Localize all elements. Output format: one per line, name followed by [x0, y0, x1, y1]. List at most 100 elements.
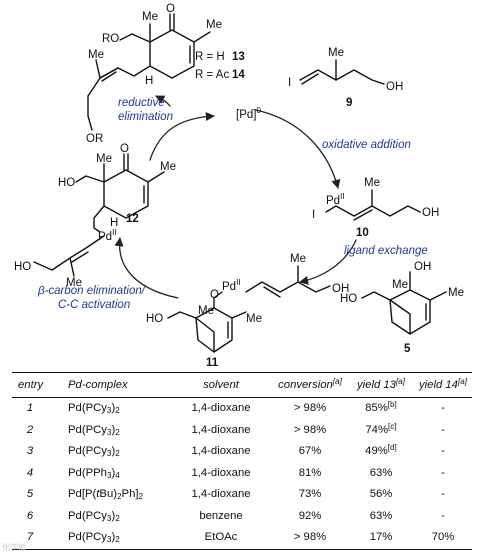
- cell-solvent: 1,4-dioxane: [191, 423, 251, 436]
- compound-9-label: 9: [346, 97, 352, 109]
- cell-conversion: > 98%: [293, 531, 327, 543]
- compound-10-label: 10: [356, 227, 369, 239]
- step-beta-carbon-label-2: C-C activation: [58, 299, 130, 311]
- structure-12: [33, 153, 165, 277]
- i-label: I: [288, 77, 291, 89]
- cell-yield13: 85%[b]: [365, 399, 397, 414]
- cell-conversion: > 98%: [293, 423, 327, 436]
- table-header-rule: [12, 397, 472, 398]
- cell-yield14: -: [441, 402, 445, 414]
- header-entry: entry: [18, 379, 44, 391]
- cell-complex: Pd(PPh3)4: [68, 466, 120, 480]
- cell-conversion: > 98%: [293, 402, 327, 414]
- cell-entry: 2: [26, 423, 34, 436]
- cell-complex: Pd(PCy3)2: [68, 531, 120, 545]
- oh-label: OH: [414, 261, 431, 273]
- r-h-label: R = H: [195, 51, 225, 63]
- table-top-rule: [12, 372, 472, 373]
- cell-entry: 5: [26, 488, 34, 500]
- header-yield14: yield 14[a]: [419, 376, 467, 391]
- me-label: Me: [198, 305, 214, 317]
- cycle-arrows: [114, 95, 357, 299]
- step-reductive-label-2: elimination: [118, 111, 173, 123]
- cell-entry: 3: [26, 445, 34, 457]
- cell-entry: 6: [26, 509, 34, 522]
- compound-11-label: 11: [206, 357, 219, 369]
- catalytic-cycle-scheme: RO Me O Me H Me OR R = H R = Ac 13 14 I …: [14, 3, 464, 369]
- cell-conversion: 92%: [298, 509, 322, 522]
- cell-complex: Pd(PCy3)2: [68, 445, 120, 459]
- table-bottom-rule: [12, 548, 472, 550]
- cell-yield14: -: [441, 488, 445, 500]
- table-header-row: entry Pd-complex solvent conversion[a] y…: [12, 373, 472, 397]
- me-label: Me: [66, 277, 82, 289]
- cell-yield14: -: [441, 509, 445, 522]
- cell-complex: Pd(PCy3)2: [68, 509, 120, 523]
- header-solvent: solvent: [203, 379, 239, 391]
- structure-10: [325, 189, 421, 221]
- h-label: H: [145, 75, 153, 87]
- compound-13-label: 13: [232, 51, 245, 63]
- cell-entry: 1: [26, 402, 34, 414]
- structure-11: [167, 265, 331, 353]
- cell-yield13: 56%: [369, 488, 393, 500]
- compound-12-label: 12: [126, 213, 139, 225]
- cell-entry: 4: [26, 466, 34, 479]
- cell-conversion: 67%: [298, 445, 322, 457]
- pd0-label: [Pd]0: [236, 106, 261, 121]
- cell-yield13: 49%[d]: [365, 442, 397, 457]
- me-label: Me: [88, 49, 104, 61]
- structure-13-14: [87, 13, 211, 131]
- me-label: Me: [328, 47, 344, 59]
- o-label: O: [210, 289, 219, 301]
- structure-9: [299, 59, 385, 85]
- table-row: 6 Pd(PCy3)2 benzene 92% 63% -: [12, 506, 472, 528]
- me-label: Me: [96, 153, 112, 165]
- h-label: H: [110, 217, 118, 229]
- cell-solvent: benzene: [199, 509, 243, 522]
- me-label: Me: [290, 253, 306, 265]
- o-label: O: [120, 143, 129, 155]
- header-conversion: conversion[a]: [278, 376, 342, 391]
- header-complex: Pd-complex: [68, 379, 128, 391]
- cell-complex: Pd(PCy3)2: [68, 423, 120, 437]
- cell-yield13: 63%: [369, 466, 393, 479]
- cell-conversion: 81%: [298, 466, 322, 479]
- step-oxidative-label: oxidative addition: [322, 139, 411, 151]
- table-row: 4 Pd(PPh3)4 1,4-dioxane 81% 63% -: [12, 463, 472, 485]
- cell-entry: 7: [26, 531, 34, 543]
- optimization-table: entry Pd-complex solvent conversion[a] y…: [12, 372, 472, 550]
- cell-solvent: EtOAc: [204, 531, 238, 543]
- oh-label: OH: [386, 81, 403, 93]
- cell-yield13: 17%: [369, 531, 393, 543]
- cell-conversion: 73%: [298, 488, 322, 500]
- watermark: 化学加: [2, 543, 26, 552]
- me-label: Me: [206, 19, 222, 31]
- ho-label: HO: [58, 177, 75, 189]
- table-row: 3 Pd(PCy3)2 1,4-dioxane 67% 49%[d] -: [12, 441, 472, 463]
- structure-5: [361, 271, 447, 335]
- me-label: Me: [392, 279, 408, 291]
- cell-yield14: 70%: [431, 531, 455, 543]
- pd-label: PdII: [222, 278, 241, 293]
- cell-solvent: 1,4-dioxane: [191, 466, 251, 479]
- table-row: 7 Pd(PCy3)2 EtOAc > 98% 17% 70%: [12, 527, 472, 549]
- ho-label: HO: [14, 261, 31, 273]
- step-beta-carbon-label-1: β-carbon elimination/: [37, 285, 147, 297]
- me-label: Me: [364, 177, 380, 189]
- cell-solvent: 1,4-dioxane: [191, 445, 251, 457]
- i-label: I: [312, 209, 315, 221]
- cell-yield14: -: [441, 466, 445, 479]
- cell-yield14: -: [441, 445, 445, 457]
- me-label: Me: [448, 287, 464, 299]
- cell-yield13: 63%: [369, 509, 393, 522]
- cell-solvent: 1,4-dioxane: [191, 402, 251, 414]
- me-label: Me: [142, 11, 158, 23]
- r-ac-label: R = Ac: [195, 69, 229, 81]
- compound-14-label: 14: [232, 69, 245, 81]
- step-reductive-label-1: reductive: [118, 97, 165, 109]
- ho-label: HO: [340, 293, 357, 305]
- cell-complex: Pd[P(tBu)2Ph]2: [68, 488, 144, 502]
